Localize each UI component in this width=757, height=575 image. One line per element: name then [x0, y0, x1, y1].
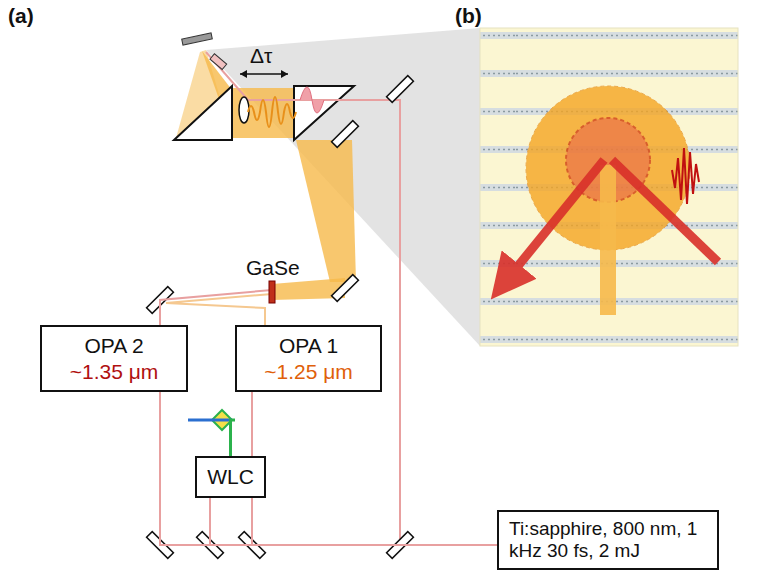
- beam-path: [231, 420, 236, 456]
- crystal-label: GaSe: [246, 256, 300, 280]
- opa-box: OPA 1~1.25 μm: [235, 325, 382, 392]
- box-title: OPA 2: [84, 333, 143, 358]
- wlc-box: WLC: [195, 456, 266, 498]
- wavelength-text: ~1.25 μm: [264, 359, 353, 384]
- panel-label: (a): [8, 4, 34, 28]
- opa-box: OPA 2~1.35 μm: [40, 325, 188, 392]
- beam-path: [160, 392, 497, 545]
- panel-label: (b): [455, 4, 482, 28]
- laser-box: Ti:sapphire, 800 nm, 1 kHz 30 fs, 2 mJ: [497, 510, 719, 570]
- box-title: WLC: [207, 464, 254, 489]
- beam-path: [188, 420, 231, 456]
- wavelength-text: ~1.35 μm: [70, 359, 159, 384]
- box-title: OPA 1: [279, 333, 338, 358]
- box-title: Ti:sapphire, 800 nm, 1 kHz 30 fs, 2 mJ: [509, 518, 707, 562]
- delay-label: Δτ: [250, 44, 272, 68]
- beam-path: [210, 498, 497, 545]
- beam-path: [252, 392, 497, 545]
